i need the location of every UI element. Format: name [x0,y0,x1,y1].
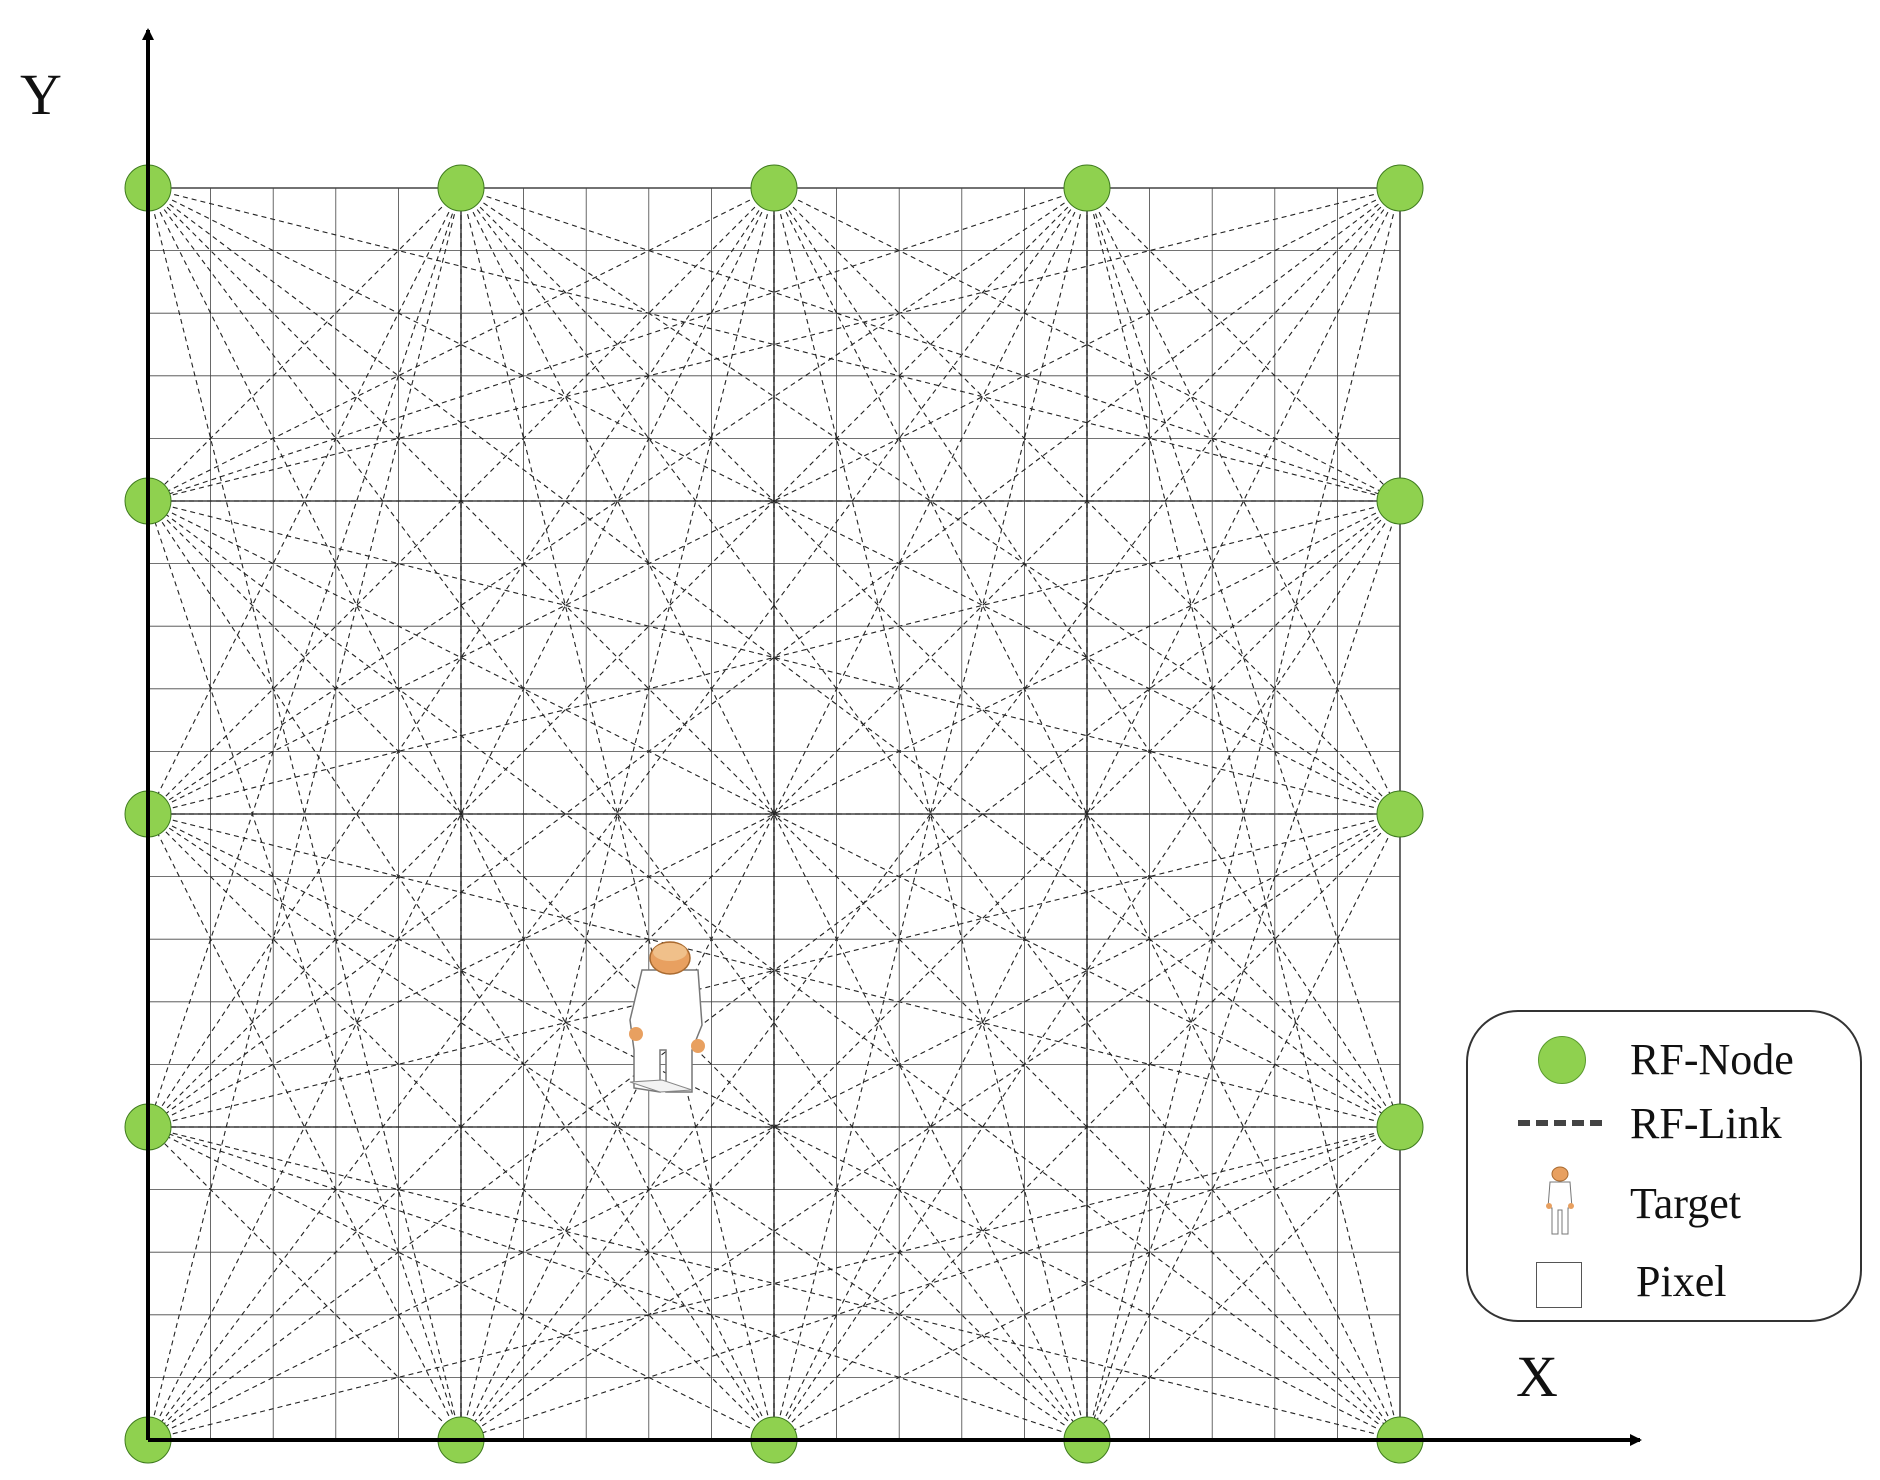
rf-link [147,187,462,1441]
rf-link [460,187,775,1441]
rf-link [460,813,1401,1441]
rf-link [147,500,775,1441]
rf-link [147,813,775,1441]
rf-link [773,500,1401,1441]
dashed-line-icon [1518,1120,1602,1126]
rf-link [147,1126,1401,1441]
rf-link [1086,187,1401,1441]
target-base [629,1079,693,1093]
legend-box: RF-Node RF-Link Target Pixel [1466,1010,1862,1322]
legend-label-rf-node: RF-Node [1630,1035,1794,1084]
legend-label-target: Target [1630,1179,1741,1228]
rf-node [1376,477,1424,525]
legend-label-rf-link: RF-Link [1630,1099,1782,1148]
rf-link [460,1126,1401,1441]
rf-node [1063,164,1111,212]
rf-link [1086,187,1401,1128]
rf-link [147,500,1401,815]
rf-link [460,187,775,1441]
rf-link [147,187,1088,502]
rf-link [147,187,1401,502]
x-axis-label: X [1516,1344,1558,1409]
rf-links [147,187,1401,1441]
rf-node [1376,164,1424,212]
target-right-hand [691,1039,705,1053]
rf-link [147,500,462,1441]
rf-link [773,187,1088,1441]
legend-label-pixel: Pixel [1636,1257,1727,1306]
rf-link [147,813,1401,1128]
rf-link [147,187,1401,502]
rf-link [147,187,1088,815]
rf-link [147,1126,1401,1441]
y-axis-label: Y [20,62,62,127]
rf-link [1086,187,1401,1441]
rf-link [773,187,1088,1441]
rf-node [437,164,485,212]
rf-link [147,813,1088,1441]
axes [142,28,1642,1446]
rf-node [750,164,798,212]
target-hair [653,943,687,961]
rf-link [1086,1126,1401,1441]
rf-link [147,1126,462,1441]
rf-link [147,813,1401,1128]
rf-link [773,187,1401,1128]
target-person [629,941,705,1093]
rf-link [147,187,462,1441]
target-left-hand [629,1027,643,1041]
rf-link [1086,187,1401,502]
rf-link [147,1126,1088,1441]
person-icon [1540,1164,1580,1240]
rf-link [460,187,1401,815]
rf-link [147,187,775,1128]
target-body [629,969,703,1093]
rf-link [773,813,1401,1441]
rf-link [147,500,1401,815]
rf-link [1086,500,1401,1441]
rf-link [147,187,462,502]
rf-node [1376,1103,1424,1151]
green-circle-icon [1538,1036,1586,1084]
rf-link [460,187,1401,502]
rf-link [147,187,462,1128]
rf-node [1376,790,1424,838]
square-icon [1536,1262,1582,1308]
